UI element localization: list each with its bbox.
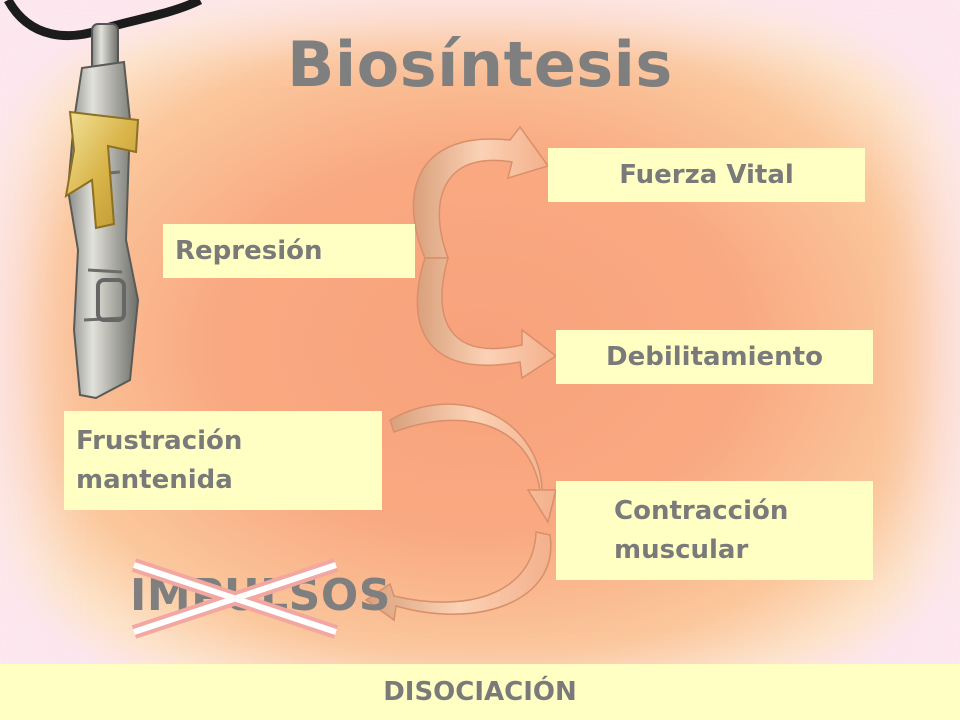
curved-arrow-icon	[389, 403, 557, 524]
footer-bar: DISOCIACIÓN	[0, 664, 960, 720]
curved-arrow-icon	[364, 531, 552, 622]
box-debilitamiento: Debilitamiento	[556, 330, 873, 384]
box-contraccion: Contracción muscular	[556, 481, 873, 580]
page-title: Biosíntesis	[287, 28, 673, 101]
curved-arrow-icon	[416, 257, 558, 380]
box-contraccion-line1: Contracción	[614, 495, 789, 526]
box-fuerza-vital: Fuerza Vital	[548, 148, 865, 202]
box-frustracion-line1: Frustración	[76, 425, 243, 456]
box-contraccion-line2: muscular	[614, 534, 749, 565]
curved-arrow-icon	[412, 125, 550, 259]
footer-label: DISOCIACIÓN	[383, 677, 577, 707]
box-frustracion-line2: mantenida	[76, 464, 233, 495]
box-frustracion: Frustración mantenida	[64, 411, 382, 510]
box-represion: Represión	[163, 224, 415, 278]
